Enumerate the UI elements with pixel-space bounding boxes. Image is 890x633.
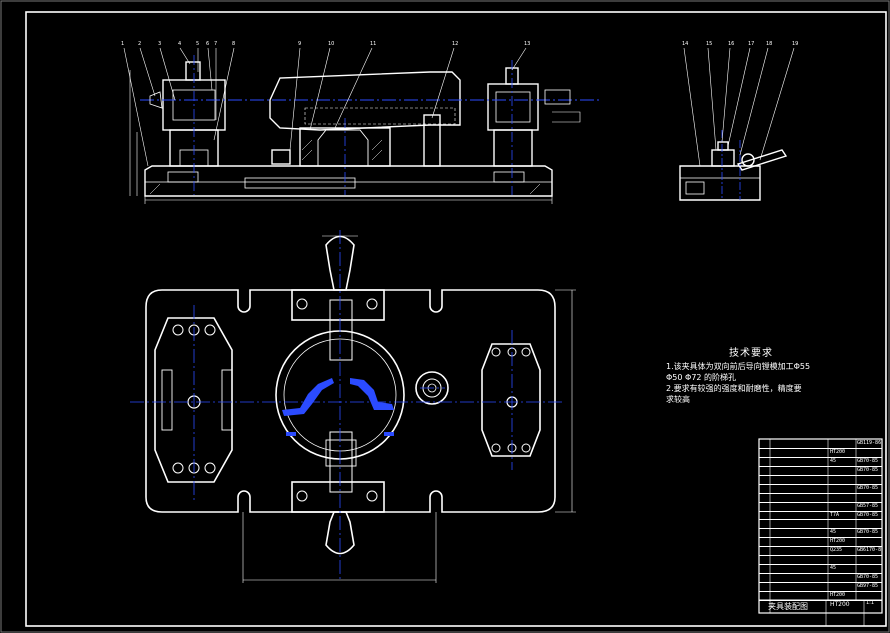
bom-row (759, 493, 882, 503)
balloon-label: 4 (178, 41, 181, 47)
bom-material: T7A (830, 511, 840, 518)
title-scale: 1:1 (866, 600, 875, 606)
bom-row: HT200 (759, 537, 882, 548)
balloon-label: 17 (748, 41, 754, 47)
bom-row: GB57-85 (759, 502, 882, 512)
balloon-label: 6 (206, 41, 209, 47)
tech-title: 技术要求 (729, 348, 773, 359)
balloon-label: 15 (706, 41, 712, 47)
balloon-label: 3 (158, 41, 161, 47)
bom-row: T7A GB70-85 (759, 511, 882, 521)
bom-material: 45 (830, 565, 837, 572)
bom-row (759, 475, 882, 485)
bom-material: HT200 (830, 592, 846, 599)
side-view (679, 130, 788, 201)
balloon-label: 13 (524, 41, 530, 47)
plan-view-workpiece (282, 378, 394, 436)
balloon-label: 7 (214, 41, 217, 47)
front-view (144, 61, 553, 197)
balloon-label: 5 (196, 41, 199, 47)
bom-row (759, 555, 882, 566)
technical-requirements: 技术要求 1.该夹具体为双向前后导向镗模加工Φ55 Φ50 Φ72 的阶梯孔 2… (666, 348, 836, 405)
bom-material: HT200 (830, 448, 846, 455)
front-view-balloons: 1 2 3 4 5 6 7 8 9 10 11 12 13 (121, 41, 530, 47)
bom-standard: GB70-85 (857, 484, 879, 491)
bom-row: HT200 (759, 448, 882, 458)
front-view-dimensions (129, 70, 553, 204)
bom-row: GB70-85 (759, 484, 882, 494)
balloon-label: 12 (452, 41, 458, 47)
bom-material: 45 (830, 457, 837, 464)
bom-row: HT200 (759, 591, 882, 601)
plan-view (145, 235, 556, 555)
bom-standard: GB70-85 (857, 511, 879, 518)
bom-material: Q235 (830, 547, 843, 554)
bom-row: GB70-85 (759, 466, 882, 476)
bom-row: 45 GB70-85 (759, 457, 882, 467)
front-view-centerlines (140, 55, 600, 195)
side-view-leaders (683, 47, 795, 167)
bom-material: 45 (830, 529, 837, 536)
balloon-label: 10 (328, 41, 334, 47)
balloon-label: 14 (682, 41, 688, 47)
bom-row: 45 (759, 564, 882, 575)
bom-material: HT200 (830, 538, 846, 545)
tech-line: 2.要求有较强的强度和耐磨性，精度要 (666, 384, 802, 393)
bom-standard: GB70-85 (857, 529, 879, 536)
balloon-label: 19 (792, 41, 798, 47)
drawing-title: 夹具装配图 (768, 602, 808, 611)
front-view-leaders (123, 47, 527, 167)
bom-standard: GB6170-86 (857, 547, 882, 554)
bom-standard: GB119-86 (857, 440, 882, 446)
title-material: HT200 (830, 601, 850, 608)
bom-row: 45 GB70-85 (759, 528, 882, 539)
tech-line: 求较高 (666, 395, 690, 404)
plan-view-centerlines (130, 230, 565, 580)
bom-standard: GB97-85 (857, 583, 879, 590)
tech-line: Φ50 Φ72 的阶梯孔 (666, 373, 737, 382)
bom-standard: GB70-85 (857, 466, 879, 473)
plan-view-dimensions (242, 235, 576, 583)
bom-row: GB70-85 (759, 573, 882, 584)
bom-row (759, 520, 882, 530)
balloon-label: 2 (138, 41, 141, 47)
side-view-balloons: 14 15 16 17 18 19 (682, 41, 798, 47)
balloon-label: 11 (370, 41, 376, 47)
balloon-label: 9 (298, 41, 301, 47)
bom-row: GB119-86 (759, 439, 882, 449)
bom-standard: GB70-85 (857, 457, 879, 464)
inner-frame (25, 11, 887, 627)
balloon-label: 16 (728, 41, 734, 47)
balloon-label: 8 (232, 41, 235, 47)
bom-standard: GB57-85 (857, 502, 879, 509)
tech-line: 1.该夹具体为双向前后导向镗模加工Φ55 (666, 362, 811, 371)
balloon-label: 18 (766, 41, 772, 47)
balloon-label: 1 (121, 41, 124, 47)
bom-row: GB97-85 (759, 582, 882, 593)
bom-standard: GB70-85 (857, 574, 879, 581)
bom-row: Q235 GB6170-86 (759, 546, 882, 557)
